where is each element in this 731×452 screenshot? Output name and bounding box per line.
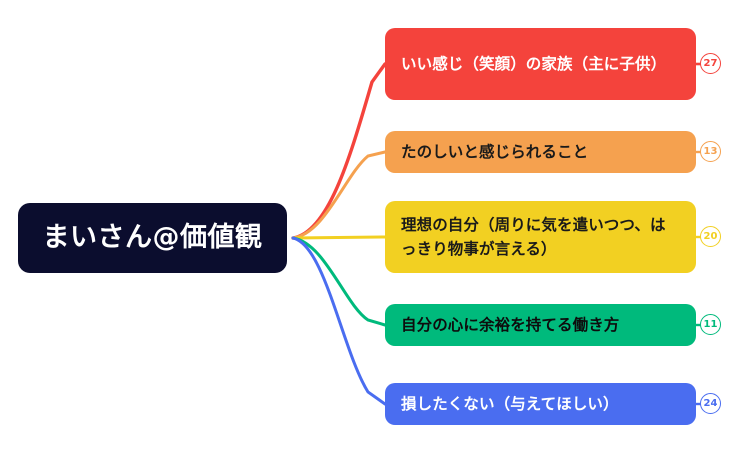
root-node[interactable]: まいさん@価値観	[18, 203, 287, 273]
branch-badge-4[interactable]: 24	[700, 393, 721, 414]
branch-node-0-label: いい感じ（笑顔）の家族（主に子供）	[401, 54, 667, 73]
connector-line-2	[291, 235, 387, 240]
branch-badge-3[interactable]: 11	[700, 314, 721, 335]
branch-node-0[interactable]: いい感じ（笑顔）の家族（主に子供）	[385, 28, 696, 100]
connector-line-4	[291, 236, 387, 406]
branch-badge-2[interactable]: 20	[700, 226, 721, 247]
branch-node-1-label: たのしいと感じられること	[401, 142, 589, 161]
branch-node-4[interactable]: 損したくない（与えてほしい）	[385, 383, 696, 425]
branch-node-1[interactable]: たのしいと感じられること	[385, 131, 696, 173]
branch-node-2-label: 理想の自分（周りに気を遣いつつ、はっきり物事が言える）	[401, 215, 666, 258]
branch-node-3-label: 自分の心に余裕を持てる働き方	[401, 315, 620, 334]
branch-badge-0-count: 27	[703, 57, 718, 69]
root-node-label: まいさん@価値観	[42, 221, 263, 253]
branch-node-2[interactable]: 理想の自分（周りに気を遣いつつ、はっきり物事が言える）	[385, 201, 696, 273]
branch-badge-1-count: 13	[703, 145, 718, 157]
connector-line-0	[291, 62, 387, 240]
branch-badge-0[interactable]: 27	[700, 53, 721, 74]
branch-badge-4-count: 24	[703, 397, 718, 409]
connector-line-1	[291, 150, 387, 240]
branch-badge-1[interactable]: 13	[700, 141, 721, 162]
connector-line-3	[291, 236, 387, 327]
branch-node-4-label: 損したくない（与えてほしい）	[401, 394, 619, 413]
branch-badge-2-count: 20	[703, 230, 718, 242]
branch-node-3[interactable]: 自分の心に余裕を持てる働き方	[385, 304, 696, 346]
branch-badge-3-count: 11	[703, 318, 718, 330]
